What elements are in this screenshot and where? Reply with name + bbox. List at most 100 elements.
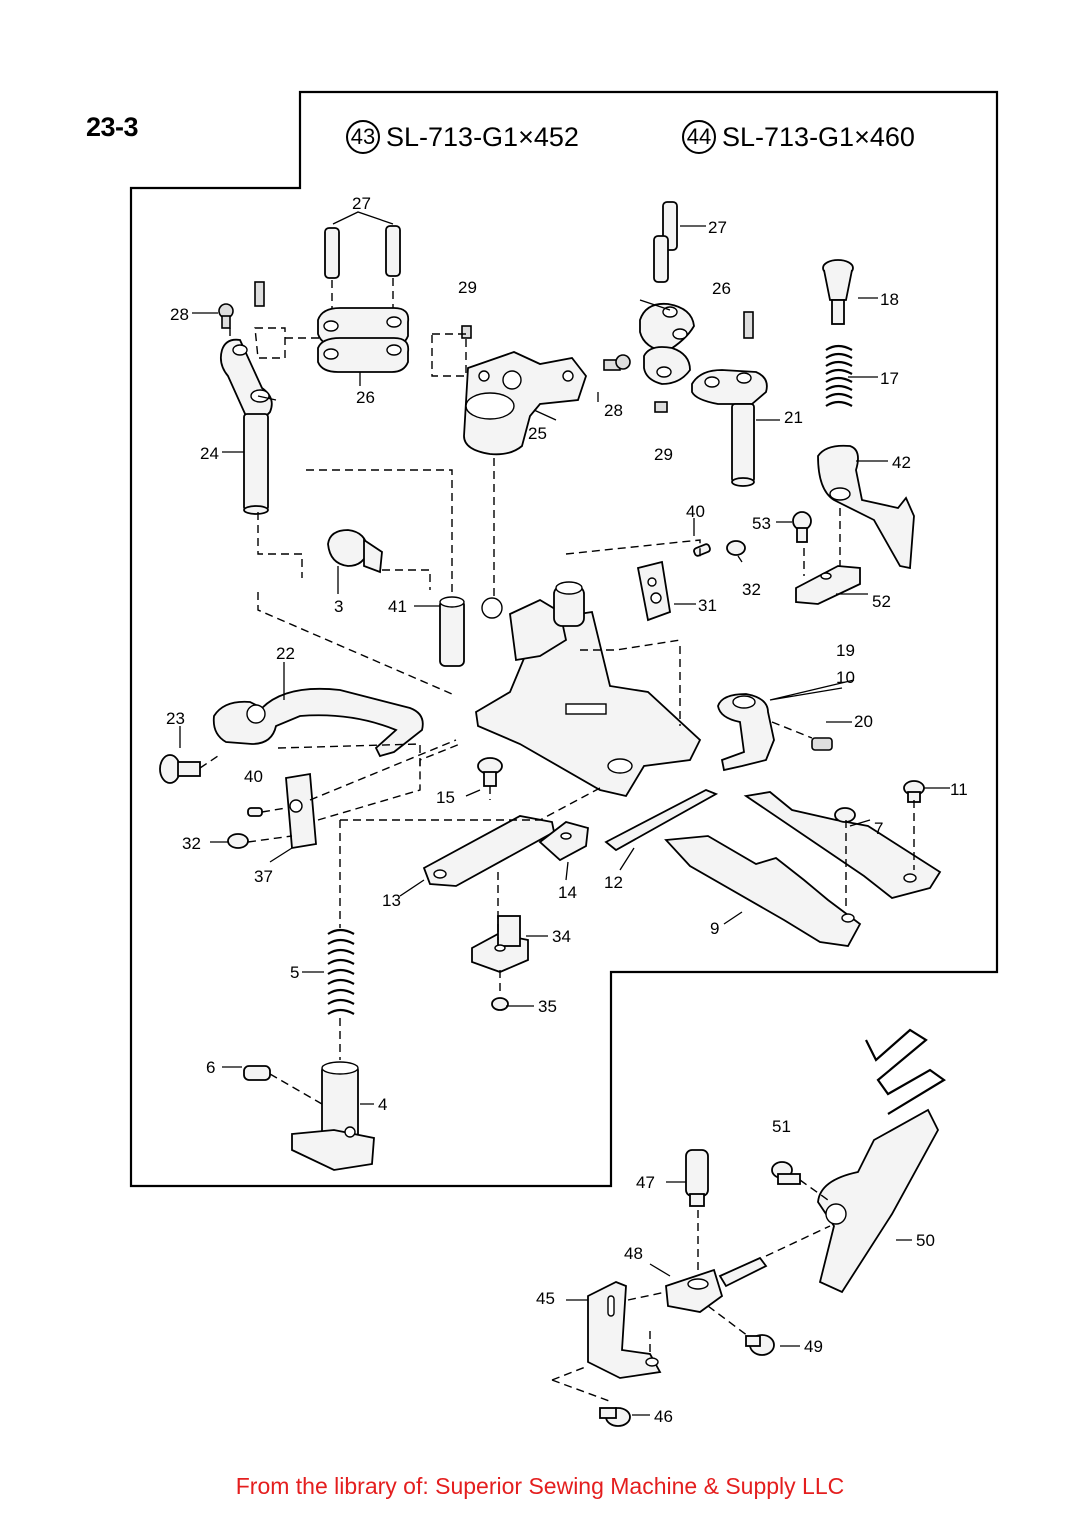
callout-15: 15: [436, 788, 455, 807]
callout-26-left: 26: [356, 388, 375, 407]
wire-guide: [865, 1028, 946, 1115]
callout-21: 21: [784, 408, 803, 427]
collar-48: [665, 1256, 768, 1313]
callout-41: 41: [388, 597, 407, 616]
callout-4: 4: [378, 1095, 387, 1114]
library-credit-footer: From the library of: Superior Sewing Mac…: [235, 1473, 845, 1499]
callout-24: 24: [200, 444, 219, 463]
spring-5: [327, 928, 355, 1015]
callout-29-mid: 29: [654, 445, 673, 464]
bracket-26-left: [317, 307, 410, 373]
plate-9: [664, 835, 862, 947]
callout-20: 20: [854, 712, 873, 731]
callout-labels: 27 27 29 26 28 18 17 26 28 21 25 24 29 4…: [166, 194, 968, 1426]
callout-12: 12: [604, 873, 623, 892]
callout-46: 46: [654, 1407, 673, 1426]
screw-15: [477, 757, 503, 787]
callout-17: 17: [880, 369, 899, 388]
callout-45: 45: [536, 1289, 555, 1308]
diagram-frame: [129, 90, 999, 1188]
plate-31: [636, 560, 672, 622]
screw-28a: [218, 281, 265, 329]
model-43-number: 43: [346, 120, 380, 154]
callout-27-left: 27: [352, 194, 371, 213]
arm-22: [212, 687, 424, 758]
thread-guide-25: [463, 351, 588, 456]
callout-34: 34: [552, 927, 571, 946]
bracket-52: [795, 565, 861, 605]
leader-lines: [179, 225, 950, 1416]
callout-48: 48: [624, 1244, 643, 1263]
pin-27a-left: [324, 225, 401, 279]
clip-12: [604, 789, 719, 852]
callout-7: 7: [874, 819, 883, 838]
callout-52: 52: [872, 592, 891, 611]
presser-foot-body: [475, 581, 702, 798]
callout-14: 14: [558, 883, 577, 902]
callout-13: 13: [382, 891, 401, 910]
screw-11: [903, 780, 925, 803]
plate-13: [422, 815, 556, 887]
presser-foot-4: [291, 1061, 375, 1171]
callout-35: 35: [538, 997, 557, 1016]
model-43-name: SL-713-G1×452: [386, 121, 579, 152]
model-44-number: 44: [682, 120, 716, 154]
screw-49: [745, 1334, 775, 1356]
screw-29a: [461, 325, 472, 339]
callout-6: 6: [206, 1058, 215, 1077]
callout-40-left: 40: [244, 767, 263, 786]
callout-25: 25: [528, 424, 547, 443]
callout-29-top: 29: [458, 278, 477, 297]
callout-26-right: 26: [712, 279, 731, 298]
callout-3: 3: [334, 597, 343, 616]
spring-guide-42: [817, 444, 915, 570]
presser-bar-24: [219, 338, 273, 515]
callout-53: 53: [752, 514, 771, 533]
callout-18: 18: [880, 290, 899, 309]
screw-32a: [726, 540, 746, 556]
knife-50: [817, 1108, 940, 1294]
screw-46: [599, 1407, 631, 1427]
callout-9: 9: [710, 919, 719, 938]
callout-32-left: 32: [182, 834, 201, 853]
screw-20: [811, 737, 833, 751]
callout-5: 5: [290, 963, 299, 982]
screw-29b: [654, 401, 668, 413]
pin-40b: [247, 807, 263, 817]
screw-35: [491, 997, 509, 1011]
callout-32-right: 32: [742, 580, 761, 599]
callout-42: 42: [892, 453, 911, 472]
presser-foot-10: [717, 693, 775, 772]
model-44: 44 SL-713-G1×460: [682, 118, 915, 156]
callout-37: 37: [254, 867, 273, 886]
model-43: 43 SL-713-G1×452: [346, 118, 579, 156]
callout-22: 22: [276, 644, 295, 663]
screw-21-set: [743, 311, 754, 339]
screw-28b: [603, 354, 631, 371]
callout-28-left: 28: [170, 305, 189, 324]
screw-18: [822, 259, 854, 325]
presser-bar-guide-41: [439, 596, 465, 667]
callout-23: 23: [166, 709, 185, 728]
plate-37: [285, 772, 317, 850]
callout-47: 47: [636, 1173, 655, 1192]
screw-6: [243, 1065, 271, 1081]
page-number: 23-3: [86, 112, 139, 142]
model-44-name: SL-713-G1×460: [722, 121, 915, 152]
screw-3: [327, 529, 383, 574]
screw-23: [159, 754, 201, 784]
bracket-34: [471, 915, 529, 973]
screw-53: [792, 511, 812, 543]
spring-17: [825, 344, 853, 407]
callout-11: 11: [950, 780, 968, 799]
pin-47: [685, 1149, 709, 1207]
screw-32b: [227, 833, 249, 849]
callout-10: 10: [836, 668, 855, 687]
presser-bar-21: [691, 369, 768, 487]
callout-51: 51: [772, 1117, 791, 1136]
screw-7: [834, 807, 856, 823]
block-14: [538, 821, 589, 862]
pin-27b: [653, 235, 669, 283]
